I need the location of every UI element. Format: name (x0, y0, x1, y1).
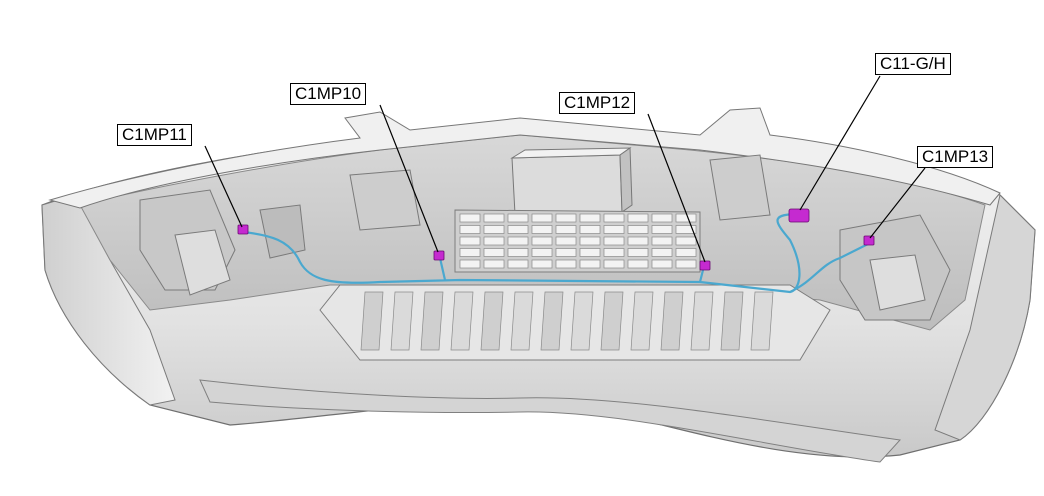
lower-shelf-ribs (360, 291, 774, 351)
grille-cell (555, 213, 577, 223)
grille-cell (603, 213, 625, 223)
grille-cell (675, 213, 697, 223)
grille-cell (459, 236, 481, 246)
grille-cell (531, 225, 553, 234)
connector-c11gh (788, 208, 810, 223)
grille-cell (483, 213, 505, 223)
grille-cell (459, 259, 481, 269)
grille-cell (459, 213, 481, 223)
bumper-lower-lip (199, 379, 902, 463)
shelf-rib (660, 291, 684, 351)
grille-cell (459, 248, 481, 257)
grille-cell (651, 213, 673, 223)
grille-cell (675, 259, 697, 269)
connector-c1mp11 (237, 224, 249, 235)
grille-cell (579, 259, 601, 269)
grille-cell (603, 259, 625, 269)
grille-cell (555, 225, 577, 234)
leader-c1mp10 (379, 104, 439, 253)
callout-c1mp10: C1MP10 (290, 83, 367, 105)
grille-cell (555, 248, 577, 257)
grille-cell (507, 225, 529, 234)
leader-c11gh (799, 75, 881, 211)
shelf-rib (540, 291, 564, 351)
shelf-rib (420, 291, 444, 351)
grille-cell (627, 259, 649, 269)
leader-c1mp13 (869, 167, 926, 239)
grille-cell (531, 259, 553, 269)
grille-cell (627, 236, 649, 246)
grille-cell (507, 213, 529, 223)
shelf-rib (360, 291, 384, 351)
grille-cell (531, 213, 553, 223)
grille-cell (507, 236, 529, 246)
shelf-rib (600, 291, 624, 351)
left-bracket-detail (139, 189, 306, 296)
grille-cell (627, 225, 649, 234)
grille-cell (675, 236, 697, 246)
bumper-top-lip (48, 107, 1001, 209)
shelf-rib (480, 291, 504, 351)
callout-c1mp13: C1MP13 (917, 146, 994, 168)
shelf-rib (720, 291, 744, 351)
grille-cell (531, 236, 553, 246)
connector-c1mp10 (433, 250, 445, 261)
connector-c1mp12 (699, 260, 711, 271)
wiring-harness (241, 212, 872, 294)
shelf-rib (570, 291, 594, 351)
grille-cell (555, 259, 577, 269)
callout-c1mp12: C1MP12 (559, 92, 636, 114)
grille-cell (651, 259, 673, 269)
leader-c1mp12 (647, 113, 706, 263)
grille-cell (507, 248, 529, 257)
connectors (237, 208, 875, 271)
callout-c11gh: C11-G/H (875, 53, 951, 75)
shelf-rib (450, 291, 474, 351)
bumper-left-flank (41, 194, 176, 406)
grille-cell (603, 248, 625, 257)
grille-cell (507, 259, 529, 269)
grille-cell (579, 248, 601, 257)
bumper-right-flank (934, 194, 1036, 441)
grille-cell (675, 248, 697, 257)
leader-c1mp11 (204, 145, 243, 228)
grille-cell (555, 236, 577, 246)
grille-cell (651, 236, 673, 246)
grille-cell (483, 225, 505, 234)
license-plate-mount (511, 154, 623, 215)
shelf-rib (690, 291, 714, 351)
leader-lines (204, 75, 926, 263)
grille-cell (603, 236, 625, 246)
grille-cell (579, 236, 601, 246)
shelf-rib (390, 291, 414, 351)
shelf-rib (510, 291, 534, 351)
connector-c1mp13 (863, 235, 875, 246)
grille-cell (675, 225, 697, 234)
shelf-rib (750, 291, 774, 351)
grille-cell (651, 225, 673, 234)
grille-cell (579, 225, 601, 234)
grille-cell (483, 259, 505, 269)
grille-cell (483, 248, 505, 257)
grille-cell (459, 225, 481, 234)
grille-cell (627, 248, 649, 257)
grille-cell (651, 248, 673, 257)
grille-cell (627, 213, 649, 223)
callout-c1mp11: C1MP11 (117, 124, 192, 146)
grille-cell (531, 248, 553, 257)
grille-cell (579, 213, 601, 223)
grille-cell (603, 225, 625, 234)
grille-cells (459, 213, 697, 269)
shelf-rib (630, 291, 654, 351)
grille-cell (483, 236, 505, 246)
